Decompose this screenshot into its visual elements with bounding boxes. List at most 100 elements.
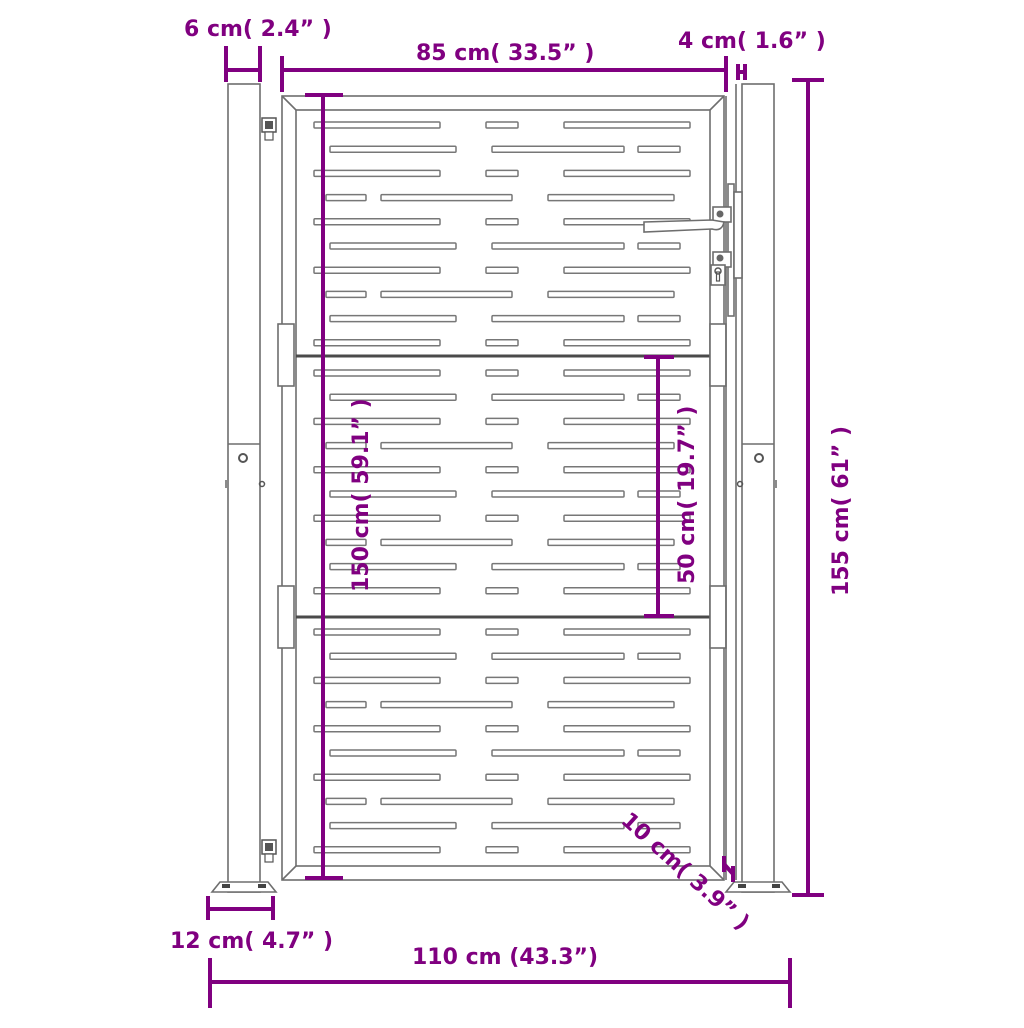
slot — [563, 725, 691, 733]
slot — [380, 538, 513, 547]
total-width-label: 110 cm (43.3”) — [412, 945, 598, 970]
gap-width-label: 4 cm( 1.6” ) — [678, 29, 826, 54]
slot — [485, 339, 519, 347]
slot — [325, 290, 367, 299]
slot — [563, 339, 691, 347]
slot — [563, 587, 691, 595]
slot — [485, 846, 519, 854]
slot — [563, 417, 691, 426]
slot — [325, 538, 367, 547]
slot — [313, 773, 441, 781]
slot — [313, 218, 441, 226]
lock-cylinder-icon — [710, 264, 726, 286]
slot — [547, 290, 675, 299]
right-post — [724, 83, 792, 893]
slot — [491, 145, 625, 153]
slot — [491, 562, 625, 571]
post-width-label: 6 cm( 2.4” ) — [184, 17, 332, 42]
slot — [491, 242, 625, 250]
slot — [637, 652, 681, 660]
slot — [547, 700, 675, 709]
slot — [563, 676, 691, 685]
slot — [313, 121, 441, 129]
slot — [380, 700, 513, 709]
slot — [313, 628, 441, 636]
hinge-bottom-icon — [261, 839, 277, 863]
slot — [325, 797, 367, 806]
slot — [491, 490, 625, 498]
slot — [563, 266, 691, 274]
gate-width-label: 85 cm( 33.5” ) — [416, 41, 594, 66]
slot — [485, 369, 519, 377]
slot — [325, 193, 367, 202]
slot — [313, 846, 441, 854]
slot — [313, 466, 441, 474]
slot — [329, 145, 457, 153]
slot — [329, 749, 457, 757]
slot — [329, 652, 457, 660]
base-plate-width-label: 12 cm( 4.7” ) — [170, 929, 333, 954]
slot — [563, 773, 691, 781]
slot — [547, 797, 675, 806]
slot — [563, 169, 691, 178]
panel-height-label: 50 cm( 19.7” ) — [675, 406, 700, 584]
slot — [547, 193, 675, 202]
slot — [313, 266, 441, 274]
slot-pattern — [313, 121, 691, 854]
slot — [313, 725, 441, 733]
slot — [325, 700, 367, 709]
slot — [637, 749, 681, 757]
slot — [485, 514, 519, 522]
slot — [563, 846, 691, 854]
post-height-label: 155 cm( 61” ) — [829, 426, 854, 596]
slot — [485, 417, 519, 426]
door-handle-icon — [643, 183, 743, 317]
slot — [491, 314, 625, 323]
slot — [485, 587, 519, 595]
slot — [491, 652, 625, 660]
dimension-lines — [206, 46, 824, 1008]
slot — [485, 725, 519, 733]
slot — [485, 169, 519, 178]
slot — [491, 749, 625, 757]
gate-height-label: 150 cm( 59.1” ) — [349, 398, 374, 592]
slot — [563, 121, 691, 129]
slot — [329, 562, 457, 571]
slot — [547, 538, 675, 547]
hinge-top-icon — [261, 117, 277, 141]
slot — [313, 514, 441, 522]
slot — [380, 441, 513, 450]
slot — [313, 587, 441, 595]
slot — [313, 339, 441, 347]
slot — [637, 145, 681, 153]
gate-frame — [277, 84, 737, 881]
slot — [491, 393, 625, 401]
slot — [485, 121, 519, 129]
left-post — [210, 83, 278, 893]
slot — [563, 466, 691, 474]
slot — [491, 821, 625, 830]
slot — [313, 169, 441, 178]
slot — [329, 242, 457, 250]
slot — [380, 797, 513, 806]
slot — [313, 676, 441, 685]
slot — [329, 821, 457, 830]
slot — [485, 773, 519, 781]
slot — [563, 628, 691, 636]
slot — [325, 441, 367, 450]
slot — [637, 242, 681, 250]
slot — [380, 290, 513, 299]
slot — [637, 821, 681, 830]
slot — [563, 369, 691, 377]
slot — [380, 193, 513, 202]
slot — [563, 514, 691, 522]
slot — [329, 393, 457, 401]
slot — [485, 266, 519, 274]
slot — [637, 314, 681, 323]
slot — [313, 417, 441, 426]
slot — [485, 466, 519, 474]
slot — [547, 441, 675, 450]
slot — [485, 628, 519, 636]
slot — [485, 676, 519, 685]
